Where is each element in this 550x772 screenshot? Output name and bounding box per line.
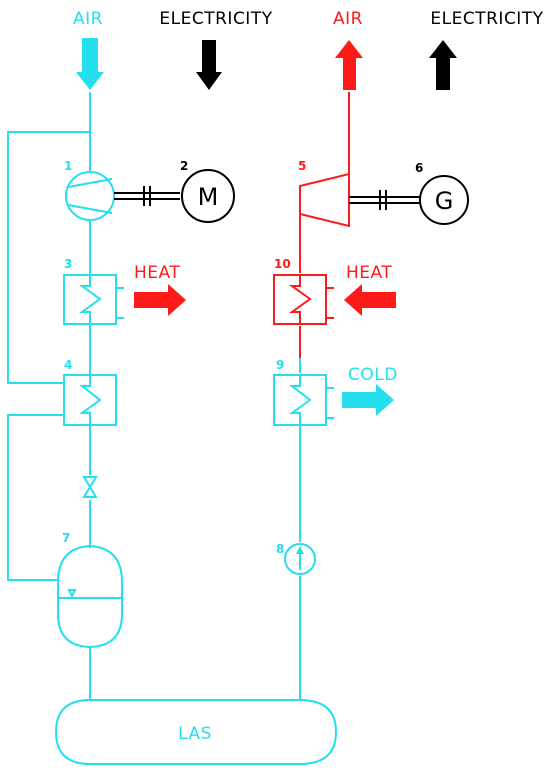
heat-out-arrow-icon — [134, 284, 186, 316]
heat-in-label: HEAT — [346, 263, 392, 283]
air-out-label: AIR — [333, 9, 363, 29]
heat-exchanger-10 — [273, 274, 334, 325]
cold-out-label: COLD — [348, 365, 398, 385]
heat-exchanger-3 — [63, 274, 124, 325]
heat-out-label: HEAT — [134, 263, 180, 283]
motor-symbol: M — [198, 183, 219, 211]
electricity-in-label: ELECTRICITY — [159, 9, 272, 29]
las-label: LAS — [178, 724, 212, 744]
heat-in-arrow-icon — [344, 284, 396, 316]
pump-direction-icon — [296, 546, 304, 554]
las-storage-tank — [54, 699, 338, 765]
air-out-arrow-icon — [335, 40, 363, 90]
turbine-shaft — [349, 190, 420, 210]
separator-tank — [57, 544, 123, 649]
electricity-out-label: ELECTRICITY — [430, 9, 543, 29]
air-in-label: AIR — [73, 9, 103, 29]
component-7-label: 7 — [62, 531, 70, 545]
component-6-label: 6 — [415, 161, 423, 175]
component-9-label: 9 — [276, 358, 284, 372]
generator: G — [419, 175, 469, 225]
discharging-circuit — [299, 92, 350, 700]
electricity-in-arrow-icon — [196, 40, 222, 90]
component-1-label: 1 — [64, 159, 72, 173]
air-in-arrow-icon — [76, 38, 104, 90]
compressor — [65, 171, 115, 221]
heat-exchanger-9 — [273, 374, 334, 426]
component-4-label: 4 — [64, 358, 72, 372]
cold-out-arrow-icon — [342, 384, 394, 416]
cryo-pump — [284, 543, 316, 575]
turbine — [299, 172, 350, 228]
generator-symbol: G — [435, 187, 454, 215]
component-10-label: 10 — [274, 257, 291, 271]
electricity-out-arrow-icon — [429, 40, 457, 90]
component-5-label: 5 — [298, 159, 306, 173]
heat-exchanger-4 — [63, 374, 117, 426]
motor: M — [181, 169, 235, 223]
compressor-shaft — [114, 186, 180, 206]
charging-circuit — [7, 92, 91, 700]
component-8-label: 8 — [276, 542, 284, 556]
expansion-valve-icon — [82, 476, 98, 498]
component-3-label: 3 — [64, 257, 72, 271]
component-2-label: 2 — [180, 159, 188, 173]
